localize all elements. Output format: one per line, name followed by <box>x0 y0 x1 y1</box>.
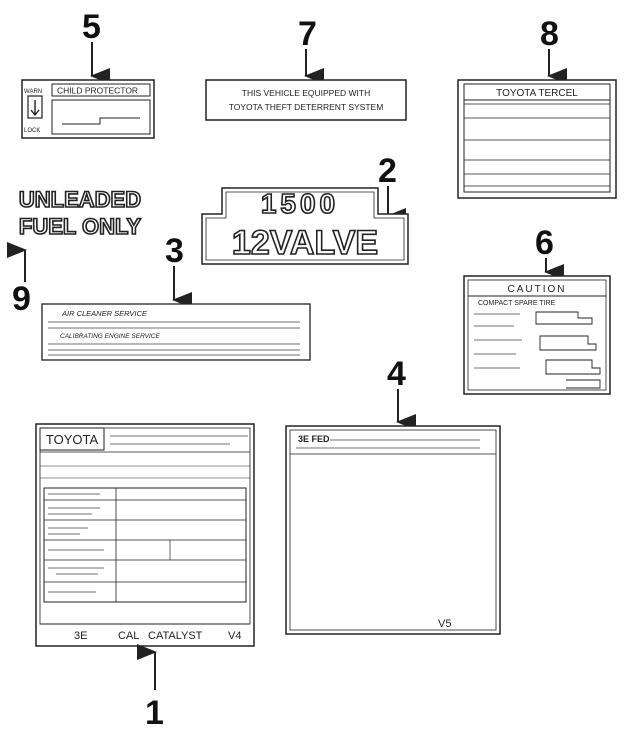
callout-9: 9 <box>7 242 31 318</box>
air-cleaner-subheader: CALIBRATING ENGINE SERVICE <box>60 333 160 340</box>
theft-deterrent-label: THIS VEHICLE EQUIPPED WITH TOYOTA THEFT … <box>205 79 407 121</box>
callout-1: 1 <box>137 644 164 732</box>
callout-number-7: 7 <box>298 15 317 53</box>
emblem-displacement: 1500 <box>261 188 339 219</box>
callout-number-2: 2 <box>378 152 397 190</box>
engine-emblem: 1500 12VALVE <box>201 187 409 265</box>
federal-label-header: 3E FED <box>298 434 330 444</box>
unleaded-fuel-label: UNLEADED FUEL ONLY <box>14 182 148 240</box>
callout-number-9: 9 <box>12 280 31 318</box>
vehicle-label-footer-cal: CAL <box>118 630 139 642</box>
unleaded-line1: UNLEADED <box>19 187 141 212</box>
tercel-info-label: TOYOTA TERCEL <box>457 79 617 199</box>
vehicle-label-brand: TOYOTA <box>46 432 99 447</box>
callout-6: 6 <box>535 224 564 280</box>
callout-number-6: 6 <box>535 224 554 262</box>
callout-8: 8 <box>540 15 567 84</box>
callout-number-3: 3 <box>165 232 184 270</box>
federal-label-footer: V5 <box>438 618 451 630</box>
air-cleaner-header: AIR CLEANER SERVICE <box>61 309 148 318</box>
unleaded-line2: FUEL ONLY <box>19 214 142 239</box>
vehicle-label-footer-version: V4 <box>228 630 241 642</box>
caution-spare-tire-label: CAUTION COMPACT SPARE TIRE <box>463 275 611 395</box>
callout-number-4: 4 <box>387 355 406 393</box>
callout-3: 3 <box>165 232 192 308</box>
theft-deterrent-line2: TOYOTA THEFT DETERRENT SYSTEM <box>229 102 384 112</box>
child-protector-bottom-text: LOCK <box>24 128 40 134</box>
callout-2: 2 <box>378 152 406 224</box>
theft-deterrent-line1: THIS VEHICLE EQUIPPED WITH <box>242 88 370 98</box>
vehicle-label-footer-catalyst: CATALYST <box>148 630 203 642</box>
federal-emission-label: 3E FED V5 <box>285 425 501 635</box>
callout-number-5: 5 <box>82 8 101 46</box>
callout-4: 4 <box>387 355 416 430</box>
vehicle-emission-label: TOYOTA 3E CAL CATALYST V4 <box>35 423 255 647</box>
callout-number-1: 1 <box>145 694 164 732</box>
child-protector-left-text: WARN <box>24 89 42 95</box>
child-protector-header: CHILD PROTECTOR <box>57 86 138 96</box>
child-protector-label: CHILD PROTECTOR WARN LOCK <box>21 79 155 139</box>
vehicle-label-footer-engine: 3E <box>74 630 87 642</box>
callout-5: 5 <box>82 8 110 84</box>
callout-7: 7 <box>298 15 324 84</box>
callout-number-8: 8 <box>540 15 559 53</box>
caution-subheader: COMPACT SPARE TIRE <box>478 300 556 307</box>
air-cleaner-service-label: AIR CLEANER SERVICE CALIBRATING ENGINE S… <box>41 303 311 361</box>
tercel-header: TOYOTA TERCEL <box>496 88 578 99</box>
emblem-valve-text: 12VALVE <box>232 224 378 262</box>
caution-header: CAUTION <box>508 284 567 295</box>
